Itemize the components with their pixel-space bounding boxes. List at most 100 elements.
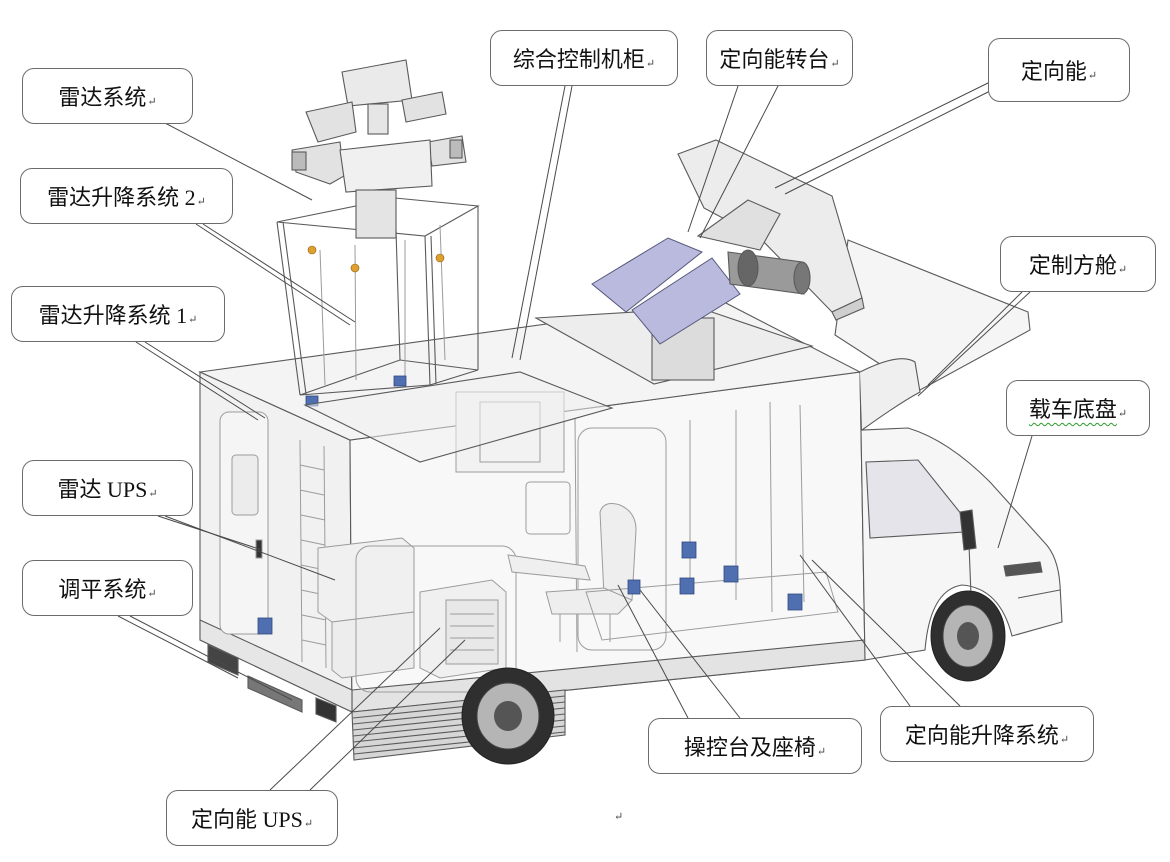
leader-lines [117,81,1033,791]
leader-directed-energy [774,81,991,189]
directed-energy-panel [677,139,865,321]
paragraph-mark: ↵ [303,817,314,830]
leader-de-turntable [699,85,779,239]
label-directed-energy: 定向能↵ [988,38,1130,102]
radar-arm-end [291,151,307,171]
leader-leveling [129,615,293,701]
paragraph-mark: ↵ [1117,407,1128,420]
radar-column [355,189,397,239]
label-text: 载车底盘 [1028,397,1117,422]
label-de-turntable: 定向能转台↵ [706,30,853,86]
rear-wheel [461,667,555,765]
jack [681,541,697,559]
label-text: 定制方舱 [1028,253,1117,278]
label-radar-system: 雷达系统↵ [22,68,193,124]
leader-radar-ups [164,515,336,581]
jack [723,565,739,583]
label-text: 定向能转台 [719,47,830,72]
leader-de-lift [799,554,911,707]
radar-arm-end [449,139,463,159]
radar-ups-base [331,611,415,679]
label-de-ups: 定向能 UPS↵ [166,790,338,846]
radar-arm-upper-left [305,101,357,143]
paragraph-mark: ↵ [147,95,157,108]
label-text: 调平系统 [58,577,147,602]
console-desk [507,554,591,581]
leader-console-seat [617,584,689,719]
leader-leveling [117,615,239,679]
paragraph-mark: ↵ [148,487,158,500]
vehicle-cab [859,371,1063,661]
leader-control-cabinet [519,85,573,361]
side-mirror [959,509,977,551]
label-de-lift-system: 定向能升降系统↵ [880,706,1094,762]
label-custom-shelter: 定制方舱↵ [1000,236,1156,292]
bumper-line [1017,589,1061,599]
lift-nut [350,263,360,273]
label-text: 雷达系统 [58,85,147,110]
front-wheel [930,590,1006,682]
label-text: 综合控制机柜 [512,47,645,72]
paragraph-mark: ↵ [196,195,206,208]
turntable-arm-left [591,237,703,313]
paragraph-mark: ↵ [1087,69,1098,82]
partition-window [525,481,571,535]
leader-de-ups [309,639,466,791]
leader-de-lift [811,559,961,707]
lifting-jacks [257,541,803,635]
leader-custom-shelter [917,291,1031,397]
label-console-seat: 操控台及座椅↵ [648,718,862,774]
radar-display [341,59,413,107]
paragraph-mark: ↵ [188,313,198,326]
label-radar-lift-1: 雷达升降系统 1↵ [11,286,225,342]
side-door-left [355,545,517,693]
label-leveling-system: 调平系统↵ [22,560,193,616]
leader-radar-lift-2 [202,223,356,323]
radar-lift-frame [276,197,480,407]
lift-nut [307,245,317,255]
leader-radar-lift-2 [195,223,351,326]
label-radar-lift-2: 雷达升降系统 2↵ [20,168,233,224]
jack [787,593,803,611]
label-text: 雷达升降系统 1 [38,303,188,328]
motor-gear [737,249,759,287]
leveling-foot [315,697,337,723]
rear-door [219,411,269,635]
label-radar-ups: 雷达 UPS↵ [22,460,193,516]
radar-body [339,139,433,193]
de-ups-front [445,599,499,665]
overhang-nose [859,358,921,431]
seat-back [599,503,637,601]
paragraph-mark: ↵ [830,57,840,70]
frame-base-blue [393,375,407,387]
side-door-right [577,427,667,651]
leader-vehicle-chassis [997,435,1033,549]
jack [627,579,641,595]
label-control-cabinet: 综合控制机柜↵ [490,30,678,86]
paragraph-mark: ↵ [1059,733,1070,746]
turntable-arm-right [631,257,741,345]
motor-end-cap [793,261,811,295]
leader-directed-energy [784,89,993,195]
label-text: 定向能 [1020,59,1087,84]
leader-radar-system [164,122,313,201]
leader-de-ups [269,627,441,791]
label-text: 雷达 UPS [57,477,148,502]
leader-console-seat [639,589,741,719]
leveling-rail [247,675,303,713]
de-panel-edge [831,297,865,321]
leader-control-cabinet [511,85,566,359]
label-text: 雷达升降系统 2 [47,185,196,210]
radar-head [291,59,467,239]
paragraph-mark: ↵ [1117,263,1128,276]
lift-nut [435,253,445,263]
jack [679,577,695,595]
custom-shelter-overhang [834,239,1031,431]
roof-lid [303,371,614,463]
radar-display-stand [367,103,389,135]
label-text: 定向能升降系统 [904,723,1059,748]
paragraph-mark: ↵ [816,745,827,758]
leader-radar-lift-1 [144,341,266,419]
